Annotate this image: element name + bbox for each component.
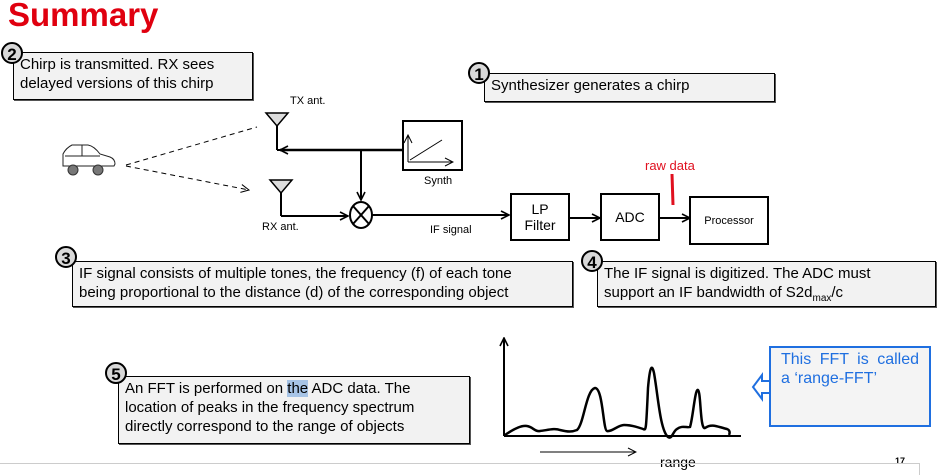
step-4-subscript: max	[812, 293, 832, 304]
tx-beam	[125, 126, 258, 166]
step-4-badge: 4	[581, 250, 603, 272]
adc-label: ADC	[615, 209, 645, 225]
synth-label: Synth	[424, 175, 453, 187]
step-4-line-1: The IF signal is digitized. The ADC must	[604, 265, 871, 282]
raw-data-label: raw data	[645, 158, 695, 173]
step-5-line-2: location of peaks in the frequency spect…	[125, 399, 415, 416]
step-5-line-1: An FFT is performed on the ADC data. The	[125, 379, 463, 398]
step-5-text-a: An FFT is performed on	[125, 380, 288, 397]
lp-filter-label-1: LP	[531, 201, 549, 217]
range-axis-label: range	[660, 454, 696, 470]
step-4-note: The IF signal is digitized. The ADC must…	[597, 261, 936, 307]
tx-antenna-icon	[264, 112, 290, 128]
raw-data-marker	[670, 173, 675, 206]
footer-divider-edge	[919, 463, 920, 475]
lp-filter-label-2: Filter	[524, 217, 556, 233]
spectrum-curve	[504, 366, 731, 439]
step-2-line-2: delayed versions of this chirp	[20, 75, 214, 92]
range-fft-callout: This FFT is called a ‘range-FFT’	[769, 346, 931, 427]
rx-antenna-icon	[268, 179, 294, 195]
if-signal-label: IF signal	[430, 224, 472, 236]
step-3-badge: 3	[55, 246, 77, 268]
page-number: 17	[895, 456, 906, 466]
step-4-text-end: /c	[831, 284, 844, 301]
spectrum-plot	[504, 338, 741, 452]
step-5-text-b: ADC data. The	[308, 380, 411, 397]
step-1-text: Synthesizer generates a chirp	[491, 77, 690, 94]
processor-block: Processor	[689, 196, 769, 245]
step-1-badge: 1	[468, 62, 490, 84]
step-3-line-2: being proportional to the distance (d) o…	[79, 284, 509, 301]
slide-title: Summary	[8, 0, 159, 33]
step-5-note: An FFT is performed on the ADC data. The…	[118, 376, 470, 444]
footer-divider	[0, 463, 920, 464]
step-2-line-1: Chirp is transmitted. RX sees	[20, 56, 215, 73]
step-4-text: support an IF bandwidth of S2d	[604, 284, 813, 301]
adc-block: ADC	[600, 193, 660, 241]
lp-filter-block: LP Filter	[510, 193, 570, 241]
mixer-icon	[349, 201, 373, 229]
step-5-highlight[interactable]: the	[287, 380, 309, 397]
step-3-note: IF signal consists of multiple tones, th…	[72, 261, 573, 307]
processor-label: Processor	[704, 214, 754, 227]
step-1-note: Synthesizer generates a chirp	[484, 73, 775, 102]
rx-antenna-label: RX ant.	[262, 221, 299, 233]
step-3-line-1: IF signal consists of multiple tones, th…	[79, 265, 512, 282]
step-2-note: Chirp is transmitted. RX sees delayed ve…	[13, 52, 253, 100]
tx-antenna-label: TX ant.	[290, 95, 326, 107]
step-5-line-3: directly correspond to the range of obje…	[125, 418, 405, 435]
car-icon	[62, 144, 116, 176]
chirp-graph-icon	[408, 135, 453, 162]
step-2-badge: 2	[1, 42, 23, 64]
callout-arrow-icon	[751, 372, 769, 402]
rx-echo	[125, 165, 249, 190]
step-4-line-2: support an IF bandwidth of S2dmax/c	[604, 283, 929, 308]
step-5-badge: 5	[105, 362, 127, 384]
